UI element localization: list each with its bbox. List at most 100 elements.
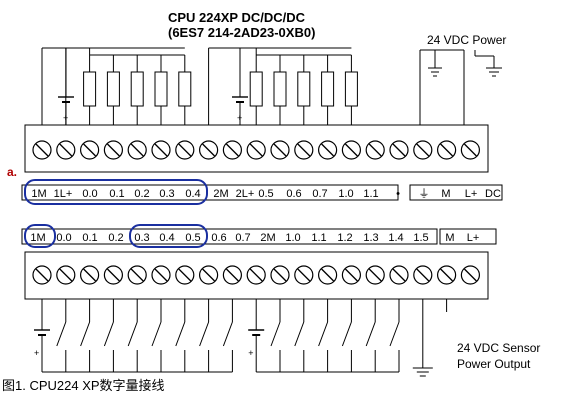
sensor-power-label-line1: 24 VDC Sensor (457, 341, 540, 355)
output-load-2 (106, 55, 120, 125)
bottom-screw-4 (103, 265, 124, 285)
bottom-screw-17 (413, 265, 433, 285)
input-switch-9 (270, 299, 281, 372)
bottom-screw-8 (199, 265, 219, 285)
output-load-4 (154, 55, 168, 125)
input-supply-2: + (248, 299, 265, 372)
bottom-terminal-label: 1M (30, 232, 45, 244)
highlight-bottom-inputs (129, 224, 208, 248)
top-screw-row (32, 140, 480, 160)
top-screw-6 (151, 140, 171, 160)
input-switch-6 (175, 299, 186, 372)
svg-text:+: + (63, 113, 68, 123)
input-switch-3 (103, 299, 114, 372)
top-screw-8 (199, 140, 219, 160)
input-switch-12 (341, 299, 352, 372)
highlight-bottom-common (24, 224, 56, 248)
top-terminal-label: 2L+ (236, 188, 255, 200)
top-terminal-label: ⏚ (419, 187, 430, 200)
bottom-terminal-label: 2M (260, 232, 275, 244)
top-screw-11 (270, 140, 290, 160)
top-terminal-label: 0.3 (159, 188, 174, 200)
bottom-terminal-label: M (445, 232, 454, 244)
bottom-screw-row (32, 265, 480, 285)
output-wiring: ++ (41, 47, 502, 125)
input-wiring: ++ (34, 299, 448, 377)
model-title: CPU 224XP DC/DC/DC (168, 10, 306, 25)
input-switch-1 (56, 299, 67, 372)
sensor-power-label-line2: Power Output (457, 357, 531, 371)
top-screw-12 (294, 140, 314, 160)
input-switch-7 (199, 299, 210, 372)
top-screw-18 (437, 140, 457, 160)
bottom-screw-15 (365, 265, 385, 285)
bottom-terminal-label: 0.6 (211, 232, 226, 244)
highlight-group (24, 179, 208, 248)
top-screw-3 (79, 140, 100, 160)
top-terminal-label: • (396, 188, 400, 200)
input-switch-14 (389, 299, 400, 372)
sensor-power-output (412, 299, 448, 377)
bottom-screw-18 (437, 265, 457, 285)
input-switch-10 (294, 299, 305, 372)
top-terminal-label: 0.0 (82, 188, 97, 200)
top-terminal-label: 0.2 (134, 188, 149, 200)
bottom-screw-19 (460, 265, 480, 285)
top-terminal-label: 1.1 (363, 188, 378, 200)
input-supply-1: + (34, 299, 50, 372)
bottom-screw-12 (294, 265, 314, 285)
top-screw-4 (103, 140, 124, 160)
bottom-terminal-label: 0.5 (185, 232, 200, 244)
bottom-terminal-label: 0.3 (134, 232, 149, 244)
top-screw-2 (56, 140, 76, 160)
bottom-terminal-label: 0.4 (159, 232, 174, 244)
marker-a: a. (7, 165, 17, 179)
bottom-terminal-label: 1.1 (311, 232, 326, 244)
top-screw-7 (175, 140, 195, 160)
output-load-8 (297, 55, 311, 125)
top-terminal-label: 0.6 (286, 188, 301, 200)
bottom-screw-11 (270, 265, 290, 285)
top-terminal-label: 1L+ (54, 188, 73, 200)
bottom-screw-13 (318, 265, 338, 285)
bottom-screw-9 (222, 265, 242, 285)
top-terminal-label: 0.7 (312, 188, 327, 200)
input-switch-5 (151, 299, 162, 372)
output-load-9 (321, 55, 335, 125)
svg-text:+: + (248, 348, 253, 358)
input-switch-8 (222, 299, 233, 372)
bottom-terminal-label: 0.1 (82, 232, 97, 244)
bottom-terminal-label: 1.3 (363, 232, 378, 244)
top-terminal-label: 0.5 (258, 188, 273, 200)
bottom-terminal-label: 0.7 (235, 232, 250, 244)
input-switch-2 (80, 299, 91, 372)
highlight-top-group (24, 179, 208, 205)
top-terminal-label: 2M (213, 188, 228, 200)
top-screw-5 (127, 140, 147, 160)
top-terminal-label: M (441, 188, 450, 200)
top-terminal-label: L+ (465, 188, 478, 200)
input-switch-13 (365, 299, 376, 372)
input-switch-11 (318, 299, 329, 372)
top-screw-10 (246, 140, 266, 160)
order-number: (6ES7 214-2AD23-0XB0) (168, 25, 315, 40)
top-terminal-label: 0.1 (109, 188, 124, 200)
top-terminal-label: 1.0 (338, 188, 353, 200)
svg-text:+: + (34, 348, 39, 358)
bottom-screw-1 (32, 265, 52, 285)
top-screw-16 (389, 140, 409, 160)
top-screw-9 (222, 140, 242, 160)
power-supply-label: 24 VDC Power (427, 33, 506, 47)
top-terminal-label: DC (485, 188, 501, 200)
bottom-terminal-label: 1.0 (285, 232, 300, 244)
output-load-7 (273, 55, 287, 125)
input-switch-4 (127, 299, 138, 372)
output-load-10 (344, 55, 358, 125)
svg-text:+: + (237, 113, 242, 123)
top-screw-1 (32, 140, 52, 160)
power-supply-wiring (419, 49, 502, 125)
bottom-terminal-label: 1.2 (337, 232, 352, 244)
bottom-screw-5 (127, 265, 147, 285)
